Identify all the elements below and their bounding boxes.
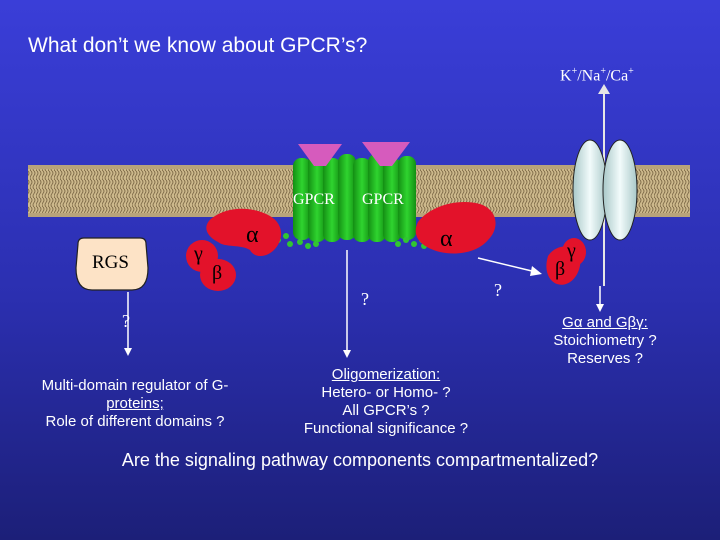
ion-channel-label: K+/Na+/Ca+ — [560, 66, 634, 85]
gpcr-left-label: GPCR — [293, 191, 335, 208]
beta-left-label: β — [212, 262, 223, 284]
beta-right-label: β — [555, 258, 566, 280]
g-note-line: Reserves ? — [567, 350, 643, 367]
page-title: What don’t we know about GPCR’s? — [28, 34, 368, 57]
gpcr-dimer — [293, 154, 416, 242]
charge-plus: + — [600, 66, 606, 77]
rgs-question: ? — [122, 311, 130, 331]
rgs-note-line: proteins; — [106, 395, 164, 412]
ggamma-right-icon — [562, 238, 586, 266]
rgs-label: RGS — [92, 252, 129, 273]
gamma-left-label: γ — [194, 243, 203, 265]
galpha-right-icon — [415, 202, 496, 254]
sodium-label: /Na — [577, 67, 601, 85]
rgs-note-line: Multi-domain regulator of G- — [41, 377, 229, 394]
rgs-icon — [75, 237, 149, 291]
gbeta-left-icon — [200, 259, 236, 291]
gpcr-right-label: GPCR — [362, 191, 404, 208]
arrows — [124, 250, 604, 358]
alpha-right-label: α — [440, 226, 453, 252]
oligomerization-note: Oligomerization: Hetero- or Homo- ? All … — [276, 366, 496, 438]
g-note-line: Stoichiometry ? — [553, 332, 657, 349]
ligand-right-icon — [362, 142, 410, 166]
calcium-label: /Ca — [605, 67, 629, 85]
galpha-left-icon — [206, 208, 282, 256]
oligomer-question: ? — [361, 289, 369, 309]
rgs-note: Multi-domain regulator of G- proteins; R… — [24, 377, 246, 431]
g-note-line: Gα and Gβγ: — [562, 314, 648, 331]
compartmentalization-question: Are the signaling pathway components com… — [121, 450, 599, 470]
charge-plus: + — [628, 66, 634, 77]
oligo-note-line: All GPCR’s ? — [342, 402, 430, 419]
gprotein-question: ? — [494, 280, 502, 300]
potassium-label: K — [560, 67, 572, 85]
ligand-left-icon — [298, 144, 342, 166]
oligo-note-line: Functional significance ? — [303, 420, 469, 437]
oligo-note-line: Oligomerization: — [331, 366, 441, 383]
oligo-note-line: Hetero- or Homo- ? — [321, 384, 451, 401]
alpha-left-label: α — [246, 222, 259, 248]
rgs-note-line: Role of different domains ? — [45, 413, 225, 430]
charge-plus: + — [571, 66, 578, 77]
gamma-right-label: γ — [567, 240, 576, 262]
gprotein-note: Gα and Gβγ: Stoichiometry ? Reserves ? — [530, 314, 680, 368]
ion-channel-icon — [572, 84, 638, 286]
